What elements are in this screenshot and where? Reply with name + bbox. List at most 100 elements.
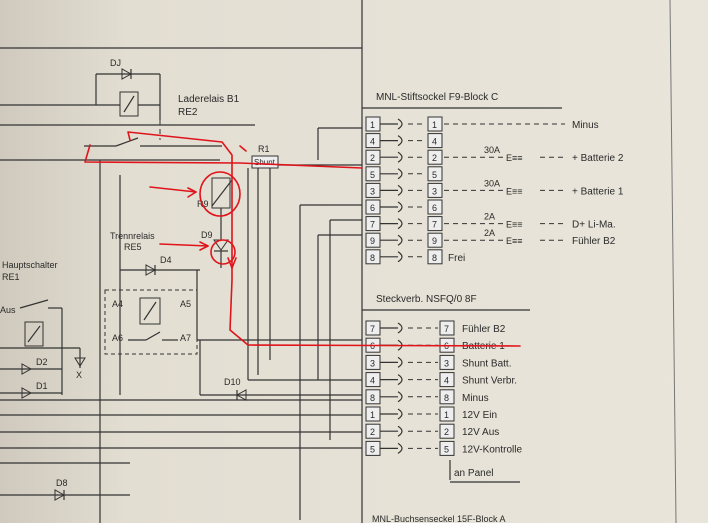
d2-label: D2 <box>36 357 48 367</box>
bottom-signal-label: Shunt Verbr. <box>462 376 517 387</box>
top-pin-number: 1 <box>370 120 375 130</box>
aus-label: Aus <box>0 305 16 315</box>
dj-label: DJ <box>110 58 121 68</box>
red-arrow-d9 <box>159 243 209 247</box>
bottom-outer-pin-number: 4 <box>444 376 449 386</box>
bottom-outer-pin-number: 8 <box>444 393 449 403</box>
fuse-symbol: E≡≡ <box>506 186 523 196</box>
top-pin-number: 9 <box>370 236 375 246</box>
relay-switch <box>145 331 161 341</box>
top-outer-pin-number: 6 <box>432 203 437 213</box>
bottom-signal-label: Batterie 1 <box>462 341 505 352</box>
bottom-outer-pin-box <box>439 320 455 336</box>
top-signal-label: D+ Li-Ma. <box>572 220 616 231</box>
d8-diode-symbol <box>54 489 66 501</box>
top-signal-label: + Batterie 1 <box>572 186 624 197</box>
top-outer-pin-box <box>427 249 443 265</box>
bottom-outer-pin-box <box>439 389 455 405</box>
a7-label: A7 <box>180 333 191 343</box>
laderelais-block: DJ Laderelais B1 RE2 <box>0 58 255 147</box>
hauptschalter-code: RE1 <box>2 272 20 282</box>
relay-re5-block: D4 A4 A5 A6 A7 <box>104 255 362 355</box>
top-outer-pin-box <box>427 199 443 215</box>
red-wire-path <box>127 131 521 347</box>
bottom-outer-pin-number: 5 <box>444 444 449 454</box>
trennrelais-label: Trennrelais <box>110 231 155 241</box>
bottom-signal-label: Fühler B2 <box>462 324 506 335</box>
fuse-symbol: E≡≡ <box>506 220 523 230</box>
red-arrow-r9 <box>149 186 197 193</box>
dj-diode-symbol <box>121 68 133 80</box>
red-circle-d9 <box>210 239 236 265</box>
top-outer-pin-number: 7 <box>432 220 437 230</box>
bottom-pin-number: 5 <box>370 444 375 454</box>
bottom-pin-number: 1 <box>370 410 375 420</box>
top-pin-number: 3 <box>370 186 375 196</box>
laderelais-label: Laderelais B1 <box>178 94 240 105</box>
d4-label: D4 <box>160 255 172 265</box>
laderelais-switch <box>115 137 139 147</box>
d1-label: D1 <box>36 381 48 391</box>
fuse-rating: 30A <box>484 145 500 155</box>
bottom-signal-label: Minus <box>462 393 489 404</box>
top-pin-number: 2 <box>370 153 375 163</box>
bottom-outer-pin-box <box>439 440 455 456</box>
bottom-signal-label: Shunt Batt. <box>462 358 511 369</box>
bottom-pin-row: 4 4 Shunt Verbr. <box>365 372 517 388</box>
top-outer-pin-number: 9 <box>432 236 437 246</box>
bottom-pin-number: 8 <box>370 393 375 403</box>
top-pin-number: 4 <box>370 137 375 147</box>
bottom-signal-label: 12V Aus <box>462 427 499 438</box>
d8-block: D8 <box>54 478 68 501</box>
hauptschalter-coil <box>24 321 44 347</box>
bottom-outer-pin-number: 7 <box>444 324 449 334</box>
top-outer-pin-number: 5 <box>432 170 437 180</box>
page-edge <box>669 0 677 523</box>
top-signal-label: Fühler B2 <box>572 236 616 247</box>
connector-cut-label: MNL-Buchsenseckel 15F-Block A <box>372 514 506 523</box>
top-outer-pin-box <box>427 232 443 248</box>
fuse-symbol: E≡≡ <box>506 153 523 163</box>
frei-label: Frei <box>448 253 465 264</box>
red-circle-r9 <box>199 171 241 217</box>
connector-bottom-title: Steckverb. NSFQ/0 8F <box>376 294 477 305</box>
r1-label: R1 <box>258 144 270 154</box>
bottom-pin-number: 4 <box>370 376 375 386</box>
bottom-outer-pin-box <box>439 372 455 388</box>
bottom-outer-pin-number: 3 <box>444 358 449 368</box>
top-outer-pin-box <box>427 133 443 149</box>
bottom-outer-pin-number: 2 <box>444 427 449 437</box>
d8-label: D8 <box>56 478 68 488</box>
relay-dashed-box <box>104 289 198 355</box>
top-outer-pin-box <box>427 182 443 198</box>
bottom-pin-row: 3 3 Shunt Batt. <box>365 354 511 370</box>
d4-diode-symbol <box>145 264 157 276</box>
hauptschalter-block: Hauptschalter RE1 Aus D2 D1 X <box>0 260 86 399</box>
red-wire-top <box>84 144 363 169</box>
bottom-outer-pin-box <box>439 354 455 370</box>
shunt-label: Shunt <box>254 158 276 167</box>
hauptschalter-label: Hauptschalter <box>2 260 58 270</box>
fuse-rating: 2A <box>484 212 495 222</box>
top-outer-pin-box <box>427 216 443 232</box>
d9-label: D9 <box>201 230 213 240</box>
bottom-outer-pin-number: 1 <box>444 410 449 420</box>
bottom-pin-number: 3 <box>370 358 375 368</box>
bottom-pin-row: 8 8 Minus <box>365 389 489 405</box>
x-label: X <box>76 370 82 380</box>
red-annotations <box>84 131 521 347</box>
bottom-pin-number: 7 <box>370 324 375 334</box>
bottom-footer-label: an Panel <box>454 468 493 479</box>
